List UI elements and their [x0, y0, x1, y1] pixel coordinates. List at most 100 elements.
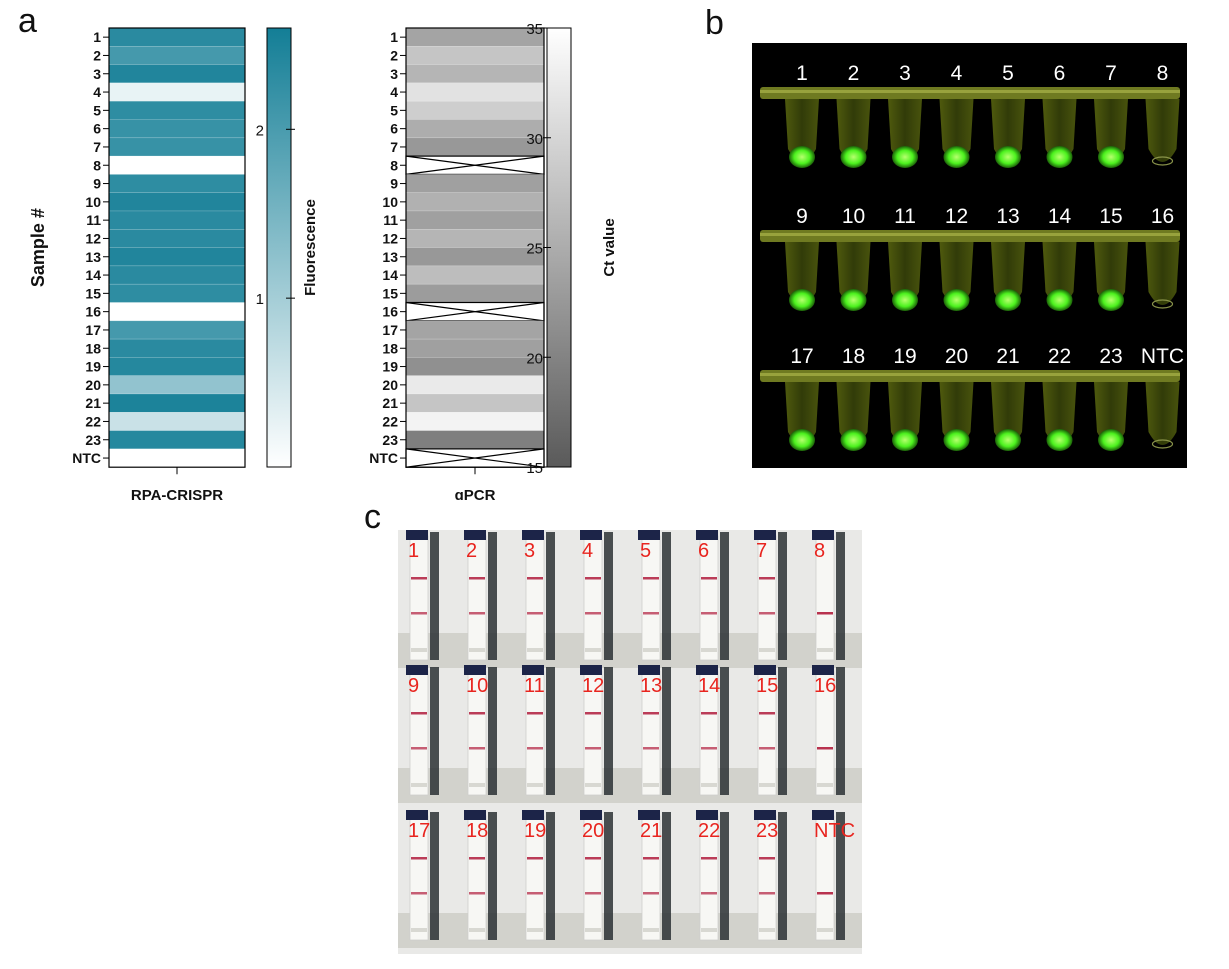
strip-cap	[812, 530, 834, 540]
tube-label: NTC	[1141, 345, 1184, 368]
strip-pad	[701, 783, 717, 787]
rpa-x-label: RPA-CRISPR	[131, 487, 223, 500]
strip-cap	[754, 665, 776, 675]
qpcr-cell	[405, 229, 545, 248]
strip-separator	[546, 667, 555, 795]
tube-label: 22	[1048, 345, 1071, 368]
strip-label: 20	[582, 820, 604, 842]
qpcr-y-tick-label: 10	[382, 194, 398, 210]
qpcr-y-tick-label: 7	[390, 139, 398, 155]
strip-separator	[836, 667, 845, 795]
qpcr-y-tick-label: 9	[390, 176, 398, 192]
strip-separator	[488, 532, 497, 660]
y-axis-title: Sample #	[28, 208, 48, 287]
strip-pad	[411, 928, 427, 932]
rpa-cell	[108, 320, 246, 340]
strip-control-line	[527, 892, 543, 895]
rpa-y-tick-label: 23	[85, 432, 101, 448]
strip-pad	[817, 783, 833, 787]
rpa-cell	[108, 27, 246, 47]
tube-fluorescence	[789, 289, 815, 311]
rpa-y-tick-label: 7	[93, 139, 101, 155]
rpa-cell	[108, 174, 246, 193]
qpcr-cell	[405, 174, 545, 193]
qpcr-y-tick-label: 5	[390, 102, 398, 118]
strip-pad	[585, 783, 601, 787]
strip-separator	[604, 812, 613, 940]
rpa-cell	[108, 229, 246, 248]
strip-label: 17	[408, 820, 430, 842]
tube-body	[1042, 382, 1077, 445]
qpcr-cell	[405, 265, 545, 285]
tube-fluorescence	[995, 429, 1021, 451]
tube-body	[1094, 382, 1128, 445]
tube-body	[785, 99, 819, 162]
strip-separator	[778, 532, 787, 660]
strip-label: 8	[814, 540, 825, 562]
tube-fluorescence	[892, 429, 918, 451]
tube-label: 13	[996, 205, 1019, 228]
qpcr-cell	[405, 430, 545, 450]
strip-label: 11	[524, 675, 545, 697]
rpa-y-tick-label: 5	[93, 102, 101, 118]
rpa-y-tick-label: 19	[85, 359, 101, 375]
rpa-cell	[108, 192, 246, 212]
strip-separator	[488, 667, 497, 795]
strip-label: 16	[814, 675, 836, 697]
panel-label-a: a	[18, 2, 37, 40]
strip-test-line	[701, 577, 717, 580]
tube-body	[785, 242, 819, 305]
tube-body	[939, 242, 974, 305]
tube-label: 12	[945, 205, 968, 228]
rpa-cell	[108, 265, 246, 285]
rpa-y-tick-label: 2	[93, 47, 101, 63]
strip-pad	[817, 928, 833, 932]
strip-cap	[754, 810, 776, 820]
strip-label: 18	[466, 820, 488, 842]
strip-label: 13	[640, 675, 662, 697]
tube-fluorescence	[1098, 146, 1124, 168]
strip-pad	[701, 648, 717, 652]
tube-fluorescence	[789, 146, 815, 168]
strip-test-line	[759, 857, 775, 860]
strip-test-line	[469, 712, 485, 715]
strip-separator	[604, 667, 613, 795]
fluorescence-colorbar-tick-label: 2	[256, 122, 264, 139]
strip-test-line	[701, 712, 717, 715]
strip-cap	[754, 530, 776, 540]
tube-fluorescence	[995, 146, 1021, 168]
qpcr-cell	[405, 210, 545, 230]
ct-colorbar-tick-label: 30	[526, 131, 543, 148]
strip-pad	[759, 783, 775, 787]
rpa-cell	[108, 283, 246, 303]
strip-pad	[643, 648, 659, 652]
strip-control-line	[469, 892, 485, 895]
ct-colorbar-tick-label: 15	[526, 460, 543, 477]
rpa-cell	[108, 302, 246, 322]
ct-colorbar-tick-label: 25	[526, 241, 543, 258]
strip-label: 4	[582, 540, 593, 562]
tube-label: 20	[945, 345, 968, 368]
strip-cap	[638, 810, 660, 820]
strip-label: 23	[756, 820, 778, 842]
rpa-cell	[108, 357, 246, 376]
strip-cap	[464, 530, 486, 540]
strip-test-line	[527, 857, 543, 860]
qpcr-cell	[405, 338, 545, 358]
strip-control-line	[527, 747, 543, 750]
tube-body	[1094, 99, 1128, 162]
tube-body	[1042, 99, 1077, 162]
strip-cap	[464, 810, 486, 820]
qpcr-y-tick-label: 13	[382, 249, 398, 265]
qpcr-y-tick-label: 22	[382, 413, 398, 429]
strip-pad	[411, 648, 427, 652]
qpcr-y-tick-label: 1	[390, 29, 398, 45]
qpcr-cell	[405, 247, 545, 267]
qpcr-cell	[405, 137, 545, 157]
qpcr-y-tick-label: 14	[382, 267, 398, 283]
strip-control-line	[527, 612, 543, 615]
strip-pad	[469, 648, 485, 652]
strip-pad	[759, 648, 775, 652]
qpcr-y-tick-label: 18	[382, 340, 398, 356]
